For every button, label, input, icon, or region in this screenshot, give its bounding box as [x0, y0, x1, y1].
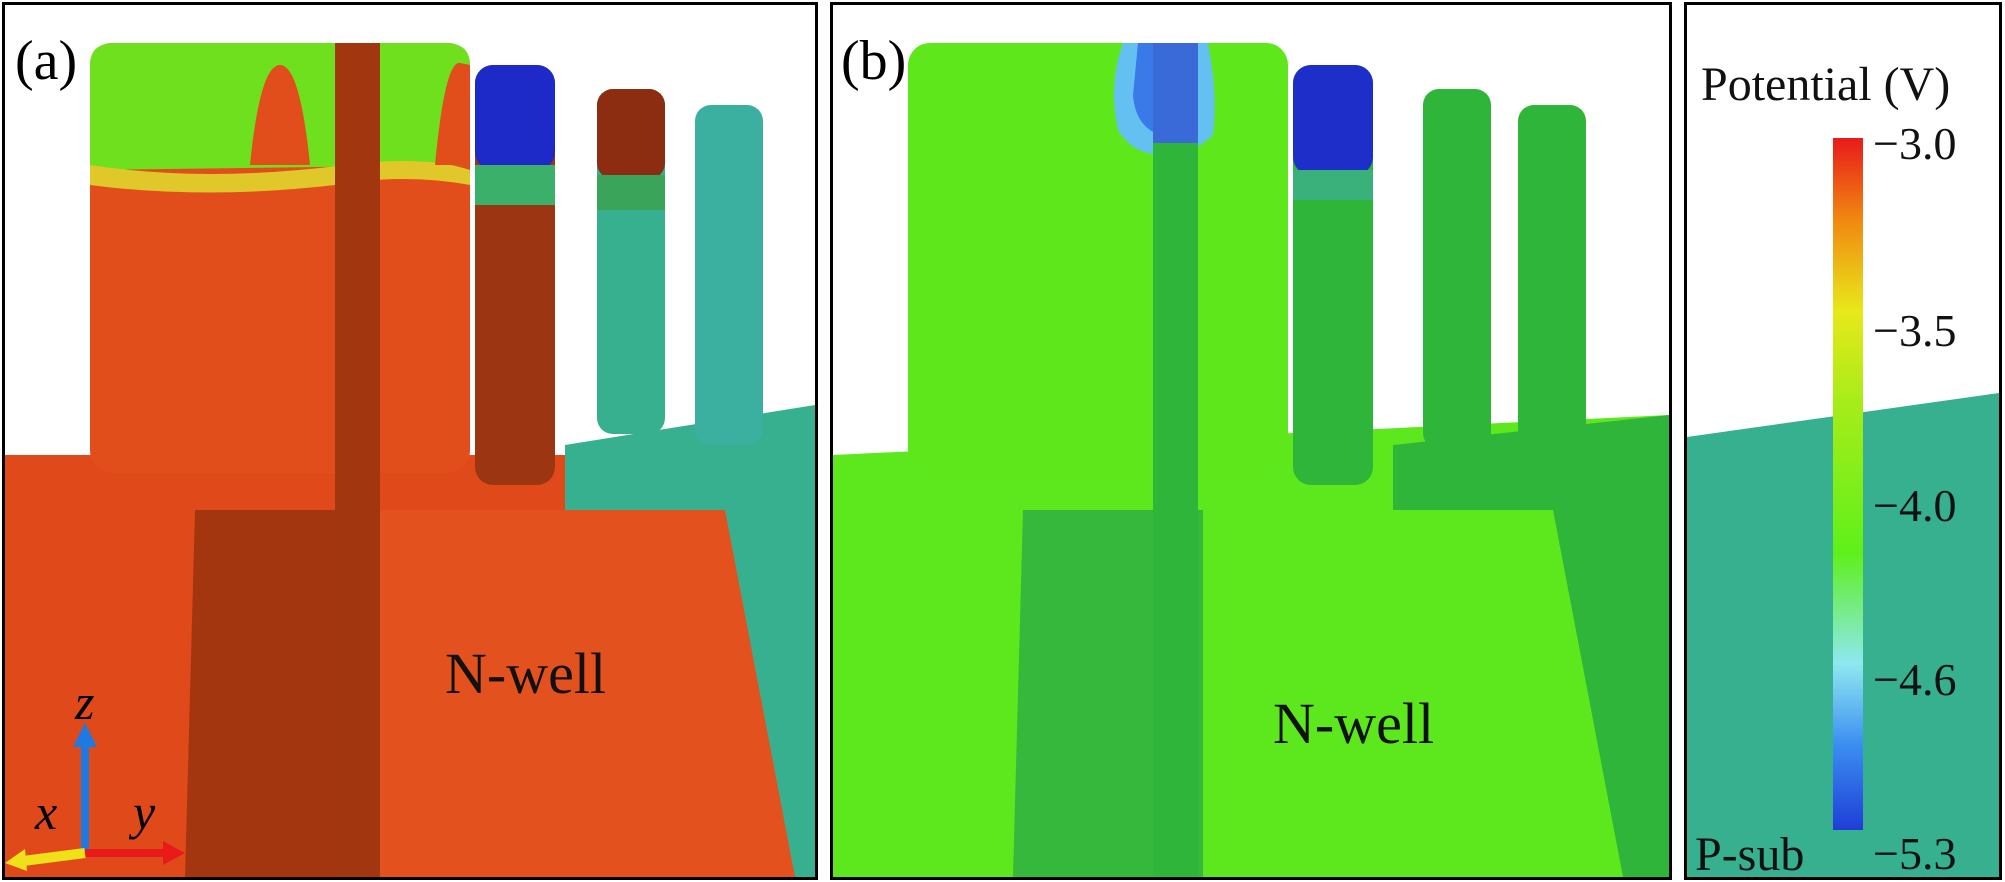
panel-b-device-render	[833, 43, 1669, 877]
panel-a-nwell-label: N-well	[445, 641, 607, 706]
z-axis-arrowhead	[73, 723, 97, 747]
panel-a: (a) N-well z x y	[2, 2, 818, 880]
nwell-shadow	[185, 510, 375, 877]
colorbar-tick-2: −3.5	[1873, 305, 1957, 356]
panel-b-label: (b)	[841, 30, 907, 92]
fin-second-mid	[475, 165, 555, 205]
colorbar-gradient	[1833, 138, 1863, 830]
fin-third-top	[597, 89, 665, 179]
colorbar-tick-1: −3.0	[1873, 118, 1957, 169]
fin-main	[908, 43, 1288, 473]
fin-second-top-blue	[1293, 65, 1373, 175]
colorbar-panel: Potential (V) −3.0 −3.5 −4.0 −4.6 −5.3 P…	[1684, 2, 2002, 880]
fin-fourth	[695, 105, 763, 445]
panel-a-device-render	[5, 43, 815, 877]
fin-fourth	[1518, 105, 1586, 455]
colorbar-tick-3: −4.0	[1873, 480, 1957, 531]
colorbar-background	[1687, 138, 1999, 877]
x-axis-line	[22, 848, 86, 866]
axis-y-label: y	[133, 784, 156, 840]
panel-a-label: (a)	[15, 30, 78, 92]
fin-second-top-blue	[475, 65, 555, 170]
gate-stripe	[335, 43, 380, 877]
x-axis-arrowhead	[5, 849, 27, 871]
fin-second-mid	[1293, 170, 1373, 200]
y-axis-arrowhead	[163, 841, 185, 865]
colorbar-title: Potential (V)	[1701, 58, 1951, 111]
colorbar-tick-5: −5.3	[1873, 828, 1957, 879]
panel-b: (b) N-well	[830, 2, 1672, 880]
fin-third-mid	[597, 175, 665, 210]
panel-b-nwell-label: N-well	[1273, 691, 1435, 756]
gate-stripe	[1153, 43, 1198, 877]
axis-x-label: x	[35, 784, 58, 840]
psub-label: P-sub	[1695, 828, 1805, 880]
fin-third	[1423, 89, 1491, 449]
fin-bump-right	[435, 62, 470, 165]
fin-bump-left	[250, 65, 310, 165]
gate-stripe-top-blue	[1153, 43, 1198, 143]
axis-z-label: z	[75, 674, 95, 730]
colorbar-tick-4: −4.6	[1873, 654, 1957, 705]
